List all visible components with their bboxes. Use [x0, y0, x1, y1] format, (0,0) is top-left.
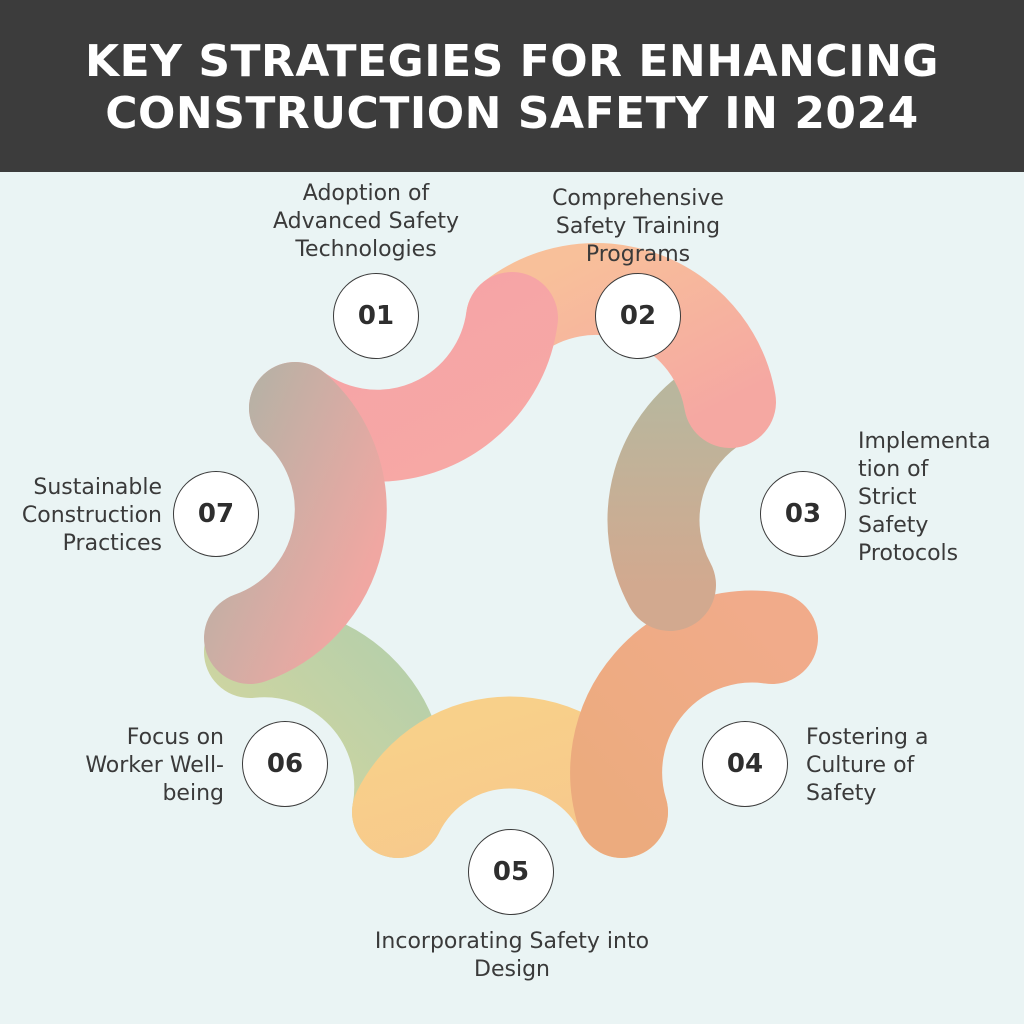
arc-segment-04 [570, 590, 818, 858]
page-title-line-2: CONSTRUCTION SAFETY IN 2024 [105, 88, 919, 139]
step-label-07: Sustainable Construction Practices [21, 475, 162, 556]
step-badge-03: 03 [760, 471, 846, 557]
step-label-06: Focus on Worker Well- being [85, 725, 224, 806]
step-badge-05: 05 [468, 829, 554, 915]
arc-segment-07 [204, 362, 387, 684]
step-badge-04: 04 [702, 721, 788, 807]
step-label-01: Adoption of Advanced Safety Technologies [272, 181, 460, 262]
step-label-04: Fostering a Culture of Safety [806, 725, 929, 806]
header-banner: KEY STRATEGIES FOR ENHANCING CONSTRUCTIO… [0, 0, 1024, 172]
page-title-line-1: KEY STRATEGIES FOR ENHANCING [84, 36, 940, 87]
step-badge-06: 06 [242, 721, 328, 807]
step-badge-01: 01 [333, 273, 419, 359]
step-label-03: Implementa tion of Strict Safety Protoco… [858, 429, 991, 566]
step-badge-02: 02 [595, 273, 681, 359]
step-badge-07: 07 [173, 471, 259, 557]
step-label-05: Incorporating Safety into Design [374, 929, 650, 982]
step-label-02: Comprehensive Safety Training Programs [552, 186, 724, 267]
